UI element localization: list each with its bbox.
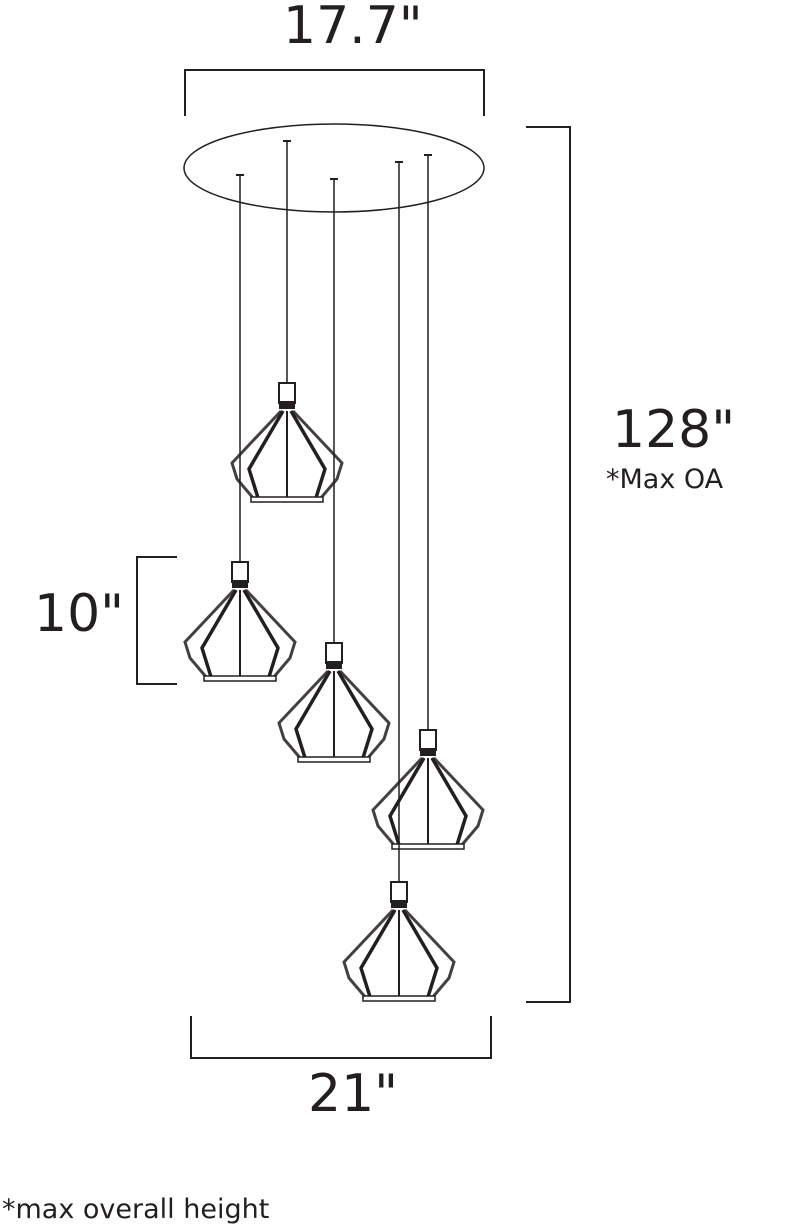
cage-base-ring [203, 675, 277, 682]
overall-height-label: 128" [612, 400, 736, 460]
cage-outer [342, 908, 456, 999]
cage-outer [277, 669, 391, 760]
cage-outer [183, 588, 297, 679]
socket-base [420, 748, 436, 756]
pendant [183, 174, 297, 682]
pendant-height-label: 10" [34, 584, 125, 644]
cage-inner [247, 410, 327, 502]
cage-inner [359, 909, 439, 1001]
pendant [230, 140, 344, 503]
cage-outer [230, 409, 344, 500]
cage-outer [371, 756, 485, 847]
socket [325, 642, 343, 664]
pendant [277, 178, 391, 763]
socket-base [326, 661, 342, 669]
cage-inner [200, 589, 280, 681]
spread-width-label: 21" [308, 1064, 399, 1124]
cage-base-ring [297, 756, 371, 763]
socket-base [232, 580, 248, 588]
cage-inner [388, 757, 468, 849]
socket-base [391, 900, 407, 908]
overall-height-bracket [526, 126, 571, 1003]
socket [278, 382, 296, 404]
cage-inner [294, 670, 374, 762]
canopy-width-bracket [184, 69, 485, 116]
footnote: *max overall height [2, 1194, 270, 1225]
overall-height-note: *Max OA [606, 464, 724, 495]
pendant [371, 154, 485, 850]
cage-base-ring [391, 843, 465, 850]
cage-base-ring [362, 995, 436, 1002]
spread-width-bracket [190, 1016, 492, 1059]
cage-base-ring [250, 496, 324, 503]
pendant [342, 161, 456, 1002]
socket-base [279, 401, 295, 409]
socket [231, 561, 249, 583]
socket [419, 729, 437, 751]
pendant-height-bracket [136, 556, 177, 685]
canopy-width-label: 17.7" [283, 0, 423, 56]
socket [390, 881, 408, 903]
